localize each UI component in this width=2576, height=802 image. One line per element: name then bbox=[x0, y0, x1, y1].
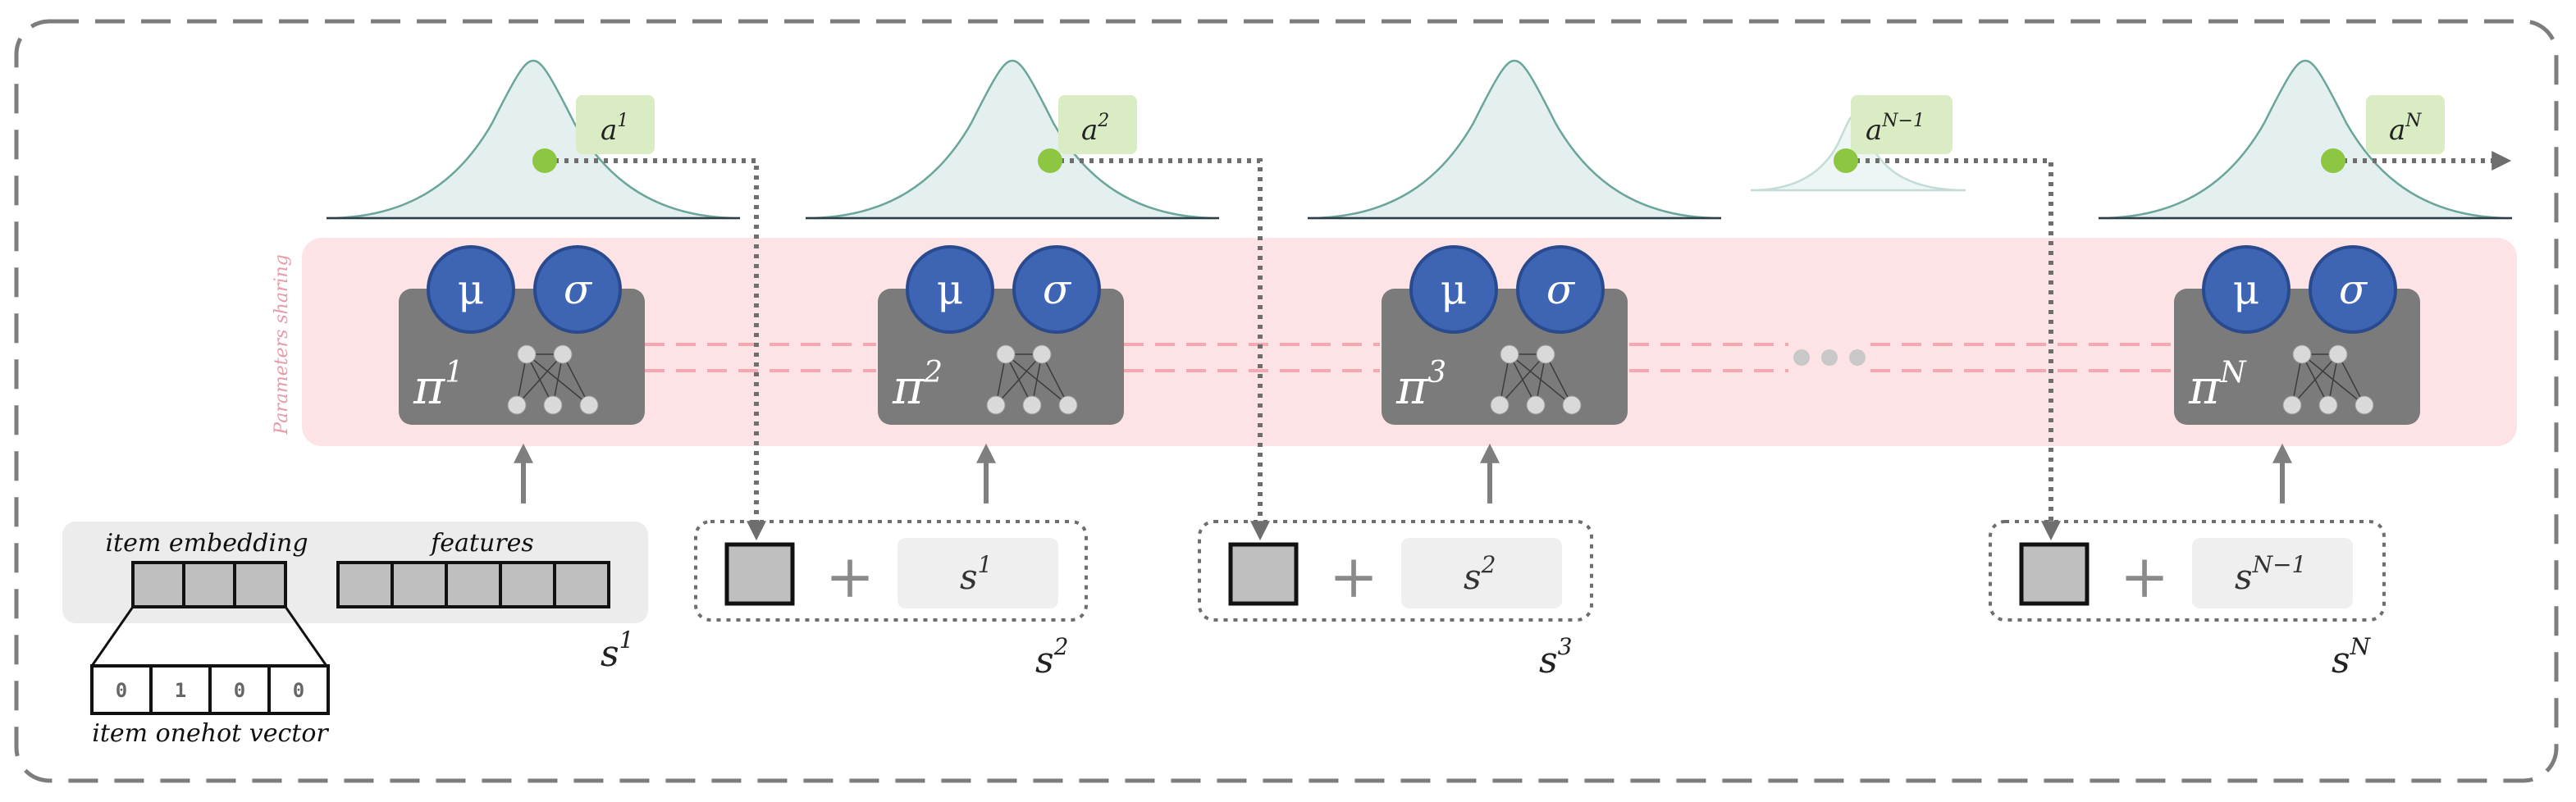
mu-symbol: μ bbox=[937, 266, 964, 313]
bell-curve-1 bbox=[326, 59, 741, 220]
sigma-node bbox=[1516, 245, 1605, 334]
mu-node bbox=[427, 245, 515, 334]
action-label-n-minus-1: aN−1 bbox=[1866, 111, 1925, 147]
action-label-n: aN bbox=[2389, 111, 2422, 147]
action-slot bbox=[2019, 542, 2090, 606]
parameters-sharing-label: Parameters sharing bbox=[272, 254, 292, 435]
policy-label: π1 bbox=[413, 356, 464, 415]
svg-text:1: 1 bbox=[175, 679, 186, 702]
neural-net-icon bbox=[507, 344, 599, 415]
item-embedding-label: item embedding bbox=[105, 529, 308, 558]
bell-curve-2 bbox=[805, 59, 1220, 220]
onehot-projection-lines bbox=[90, 606, 328, 667]
policy-block-3: μ σ π3 bbox=[1382, 245, 1628, 425]
action-points bbox=[532, 148, 2345, 173]
state-composite-2: + s1 bbox=[694, 520, 1088, 622]
item-embedding-vector bbox=[131, 561, 287, 608]
plus-sign: + bbox=[825, 542, 875, 611]
sigma-symbol: σ bbox=[1546, 266, 1576, 313]
policy-block-1: μ σ π1 bbox=[399, 245, 645, 425]
mu-node bbox=[906, 245, 994, 334]
sigma-symbol: σ bbox=[1043, 266, 1072, 313]
action-arrows bbox=[545, 151, 2512, 541]
onehot-label: item onehot vector bbox=[92, 719, 329, 748]
action-slot bbox=[724, 542, 795, 606]
action-box-n bbox=[2366, 95, 2445, 154]
state-label-3: s3 bbox=[1539, 633, 1572, 681]
sigma-symbol: σ bbox=[2339, 266, 2368, 313]
policy-block-n: μ σ πN bbox=[2174, 245, 2420, 425]
features-vector bbox=[336, 561, 610, 608]
sigma-symbol: σ bbox=[564, 266, 593, 313]
mu-node bbox=[2202, 245, 2291, 334]
policy-label: πN bbox=[2188, 356, 2247, 415]
mu-symbol: μ bbox=[2233, 266, 2260, 313]
bell-curve-3 bbox=[1307, 59, 1722, 220]
neural-net-icon bbox=[1490, 344, 1582, 415]
prev-state-chip bbox=[2192, 538, 2353, 608]
prev-state-label: s1 bbox=[960, 551, 992, 597]
state-label-1: s1 bbox=[601, 627, 633, 675]
svg-text:0: 0 bbox=[293, 679, 304, 702]
state-label-n: sN bbox=[2332, 633, 2372, 681]
features-label: features bbox=[429, 529, 534, 558]
prev-state-label: sN−1 bbox=[2235, 551, 2306, 597]
action-box-n-minus-1 bbox=[1851, 95, 1953, 154]
bell-curve-n bbox=[2098, 59, 2513, 220]
plus-sign: + bbox=[2120, 542, 2169, 611]
action-label-2: a2 bbox=[1081, 111, 1109, 147]
action-label-1: a1 bbox=[601, 111, 628, 147]
state-label-2: s2 bbox=[1035, 633, 1068, 681]
action-box-1 bbox=[576, 95, 655, 154]
sigma-node bbox=[1012, 245, 1101, 334]
prev-state-chip bbox=[1401, 538, 1562, 608]
onehot-vector bbox=[90, 664, 330, 715]
outer-frame bbox=[14, 19, 2559, 783]
policy-block-2: μ σ π2 bbox=[878, 245, 1124, 425]
sigma-node bbox=[533, 245, 622, 334]
neural-net-icon bbox=[2282, 344, 2374, 415]
neural-net-icon bbox=[986, 344, 1078, 415]
mu-node bbox=[1409, 245, 1498, 334]
sigma-node bbox=[2309, 245, 2397, 334]
shared-parameter-lines bbox=[645, 343, 2171, 372]
ellipsis-dots bbox=[1793, 349, 1866, 366]
prev-state-label: s2 bbox=[1464, 551, 1496, 597]
state-composite-n: + sN−1 bbox=[1989, 520, 2386, 622]
prev-state-chip bbox=[897, 538, 1058, 608]
policy-label: π2 bbox=[892, 356, 943, 415]
onehot-bits: 0 1 0 0 bbox=[116, 679, 304, 702]
state-composite-3: + s2 bbox=[1198, 520, 1593, 622]
policy-label: π3 bbox=[1395, 356, 1446, 415]
plus-sign: + bbox=[1329, 542, 1378, 611]
state-to-policy-arrows bbox=[514, 443, 2292, 504]
mu-symbol: μ bbox=[458, 266, 485, 313]
action-slot bbox=[1228, 542, 1299, 606]
svg-text:0: 0 bbox=[116, 679, 127, 702]
svg-text:0: 0 bbox=[234, 679, 245, 702]
mu-symbol: μ bbox=[1441, 266, 1468, 313]
action-box-2 bbox=[1058, 95, 1137, 154]
